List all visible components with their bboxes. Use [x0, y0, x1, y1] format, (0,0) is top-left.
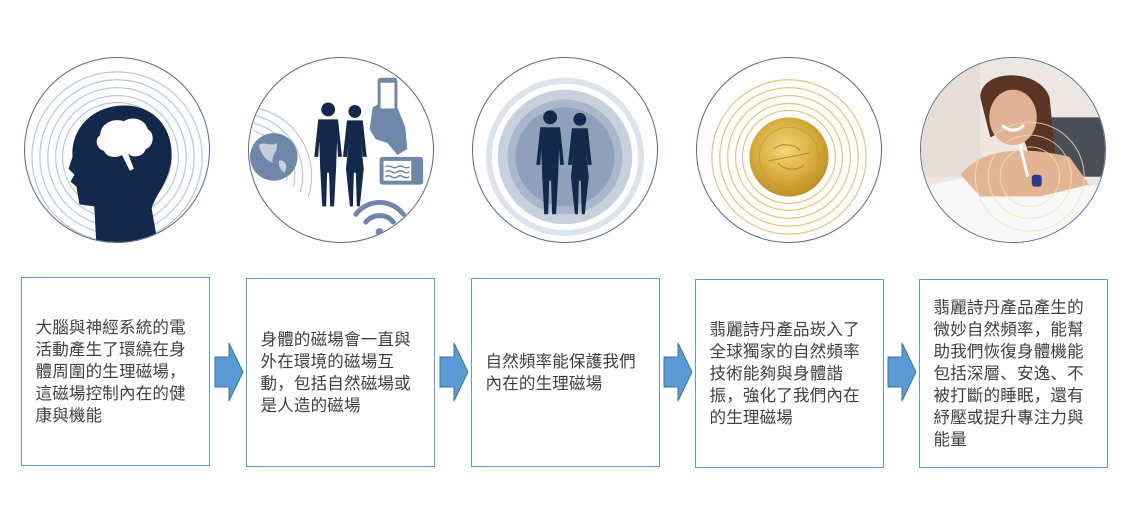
environment-circle — [248, 57, 434, 243]
step-1-text: 大腦與神經系統的電活動產生了環繞在身體周圍的生理磁場，這磁場控制內在的健康與機能 — [35, 317, 186, 425]
protected-bodies-icon — [485, 77, 645, 237]
brain-head-circle — [24, 57, 210, 243]
step-4-text: 翡麗詩丹產品崁入了全球獨家的自然頻率技術能夠與身體諧振，強化了我們內在的生理磁場 — [709, 319, 860, 427]
protected-bodies-circle — [472, 57, 658, 243]
step-3-box: 自然頻率能保護我們內在的生理磁場 — [471, 278, 660, 467]
step-4-box: 翡麗詩丹產品崁入了全球獨家的自然頻率技術能夠與身體諧振，強化了我們內在的生理磁場 — [695, 279, 884, 468]
step-2-box: 身體的磁場會一直與外在環境的磁場互動，包括自然磁場或是人造的磁場 — [246, 278, 435, 467]
woman-photo — [921, 58, 1105, 242]
step-1-box: 大腦與神經系統的電活動產生了環繞在身體周圍的生理磁場，這磁場控制內在的健康與機能 — [21, 277, 210, 466]
brain-head-icon — [31, 71, 203, 242]
arrow-right-icon — [887, 342, 917, 402]
gold-coin-circle — [696, 57, 882, 243]
step-5-text: 翡麗詩丹產品產生的微妙自然頻率，能幫助我們恢復身體機能包括深層、安逸、不被打斷的… — [933, 297, 1084, 449]
arrow-right-icon — [663, 342, 693, 402]
step-5-box: 翡麗詩丹產品產生的微妙自然頻率，能幫助我們恢復身體機能包括深層、安逸、不被打斷的… — [919, 279, 1108, 468]
arrow-right-icon — [214, 342, 244, 402]
environment-fields-icon — [249, 77, 424, 237]
arrow-right-icon — [439, 342, 469, 402]
step-2-text: 身體的磁場會一直與外在環境的磁場互動，包括自然磁場或是人造的磁場 — [260, 329, 411, 415]
step-3-text: 自然頻率能保護我們內在的生理磁場 — [485, 351, 636, 393]
gold-coin-icon — [711, 79, 867, 235]
woman-photo-circle — [920, 57, 1106, 243]
